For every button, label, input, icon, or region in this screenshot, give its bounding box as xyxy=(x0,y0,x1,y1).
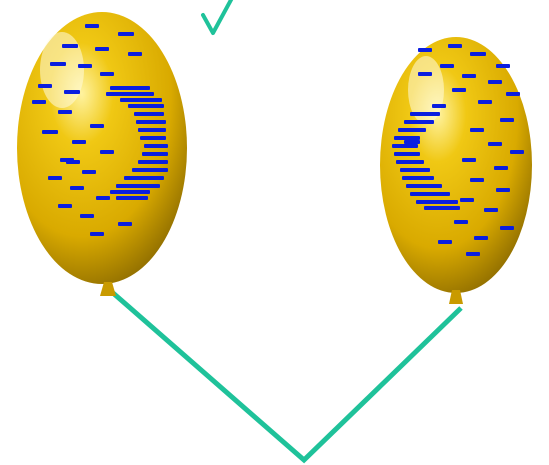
balloon-dash xyxy=(478,100,492,104)
crescent-dash xyxy=(142,152,168,156)
balloon-dash xyxy=(470,52,486,56)
balloon-dash xyxy=(128,52,142,56)
balloon-dash xyxy=(510,150,524,154)
balloon-left-knot xyxy=(100,282,116,296)
balloon-dash xyxy=(438,240,452,244)
balloon-dash xyxy=(38,84,52,88)
crescent-dash xyxy=(404,120,434,124)
balloon-dash xyxy=(58,204,72,208)
balloon-right-knot xyxy=(449,290,463,304)
crescent-dash xyxy=(128,104,164,108)
balloon-dash xyxy=(100,72,114,76)
checkmark-icon xyxy=(201,0,234,35)
balloon-right-body xyxy=(380,37,532,293)
balloon-dash xyxy=(460,198,474,202)
crescent-dash xyxy=(116,196,148,200)
balloon-dash xyxy=(440,64,454,68)
balloon-right-pattern xyxy=(392,44,524,256)
balloon-dash xyxy=(118,32,134,36)
balloon-dash xyxy=(500,118,514,122)
balloon-dash xyxy=(462,158,476,162)
balloon-dash xyxy=(470,128,484,132)
balloon-left[interactable] xyxy=(17,12,187,296)
balloon-dash xyxy=(66,160,80,164)
balloon-dash xyxy=(494,166,508,170)
balloon-dash xyxy=(432,104,446,108)
crescent-dash xyxy=(110,190,150,194)
balloon-dash xyxy=(484,208,498,212)
balloon-dash xyxy=(496,64,510,68)
crescent-dash xyxy=(402,176,434,180)
balloon-dash xyxy=(82,170,96,174)
balloon-dash xyxy=(64,90,80,94)
crescent-dash xyxy=(140,136,166,140)
balloon-left-pattern xyxy=(32,24,168,236)
balloon-dash xyxy=(80,214,94,218)
balloon-dash xyxy=(100,150,114,154)
crescent-dash xyxy=(136,120,166,124)
crescent-dash xyxy=(144,144,168,148)
crescent-dash xyxy=(398,128,426,132)
balloon-dash xyxy=(50,62,66,66)
balloon-right[interactable] xyxy=(380,37,532,304)
balloon-dash xyxy=(500,226,514,230)
balloon-dash xyxy=(72,140,86,144)
crescent-dash xyxy=(400,168,430,172)
balloon-dash xyxy=(118,222,132,226)
balloon-dash xyxy=(488,142,502,146)
crescent-dash xyxy=(120,98,162,102)
crescent-dash xyxy=(138,160,168,164)
balloon-dash xyxy=(488,80,502,84)
crescent-dash xyxy=(106,92,154,96)
balloon-string xyxy=(111,291,463,464)
crescent-dash xyxy=(410,112,440,116)
balloon-dash xyxy=(90,232,104,236)
balloon-dash xyxy=(32,100,46,104)
balloon-dash xyxy=(78,64,92,68)
balloon-dash xyxy=(470,178,484,182)
balloon-dash xyxy=(418,48,432,52)
balloon-dash xyxy=(48,176,62,180)
balloon-dash xyxy=(452,88,466,92)
balloon-dash xyxy=(95,47,109,51)
crescent-dash xyxy=(392,144,418,148)
balloon-dash xyxy=(96,196,110,200)
crescent-dash xyxy=(124,176,164,180)
balloon-dash xyxy=(454,220,468,224)
crescent-dash xyxy=(110,86,150,90)
balloon-dash xyxy=(70,186,84,190)
crescent-dash xyxy=(424,206,460,210)
crescent-dash xyxy=(406,184,442,188)
balloon-dash xyxy=(462,74,476,78)
crescent-dash xyxy=(132,168,168,172)
balloon-dash xyxy=(448,44,462,48)
balloon-dash xyxy=(496,188,510,192)
crescent-dash xyxy=(396,160,424,164)
crescent-dash xyxy=(410,192,450,196)
crescent-dash xyxy=(134,112,164,116)
balloon-left-highlight xyxy=(40,32,84,108)
crescent-dash xyxy=(394,152,420,156)
balloon-dash xyxy=(466,252,480,256)
crescent-dash xyxy=(416,200,458,204)
crescent-dash xyxy=(116,184,160,188)
crescent-dash xyxy=(404,140,420,144)
crescent-dash xyxy=(138,128,166,132)
balloon-dash xyxy=(58,110,72,114)
balloon-dash xyxy=(62,44,78,48)
balloon-dash xyxy=(506,92,520,96)
balloon-dash xyxy=(474,236,488,240)
balloon-dash xyxy=(85,24,99,28)
balloon-dash xyxy=(90,124,104,128)
balloon-dash xyxy=(418,72,432,76)
crescent-dash xyxy=(394,136,420,140)
balloon-dash xyxy=(42,130,58,134)
